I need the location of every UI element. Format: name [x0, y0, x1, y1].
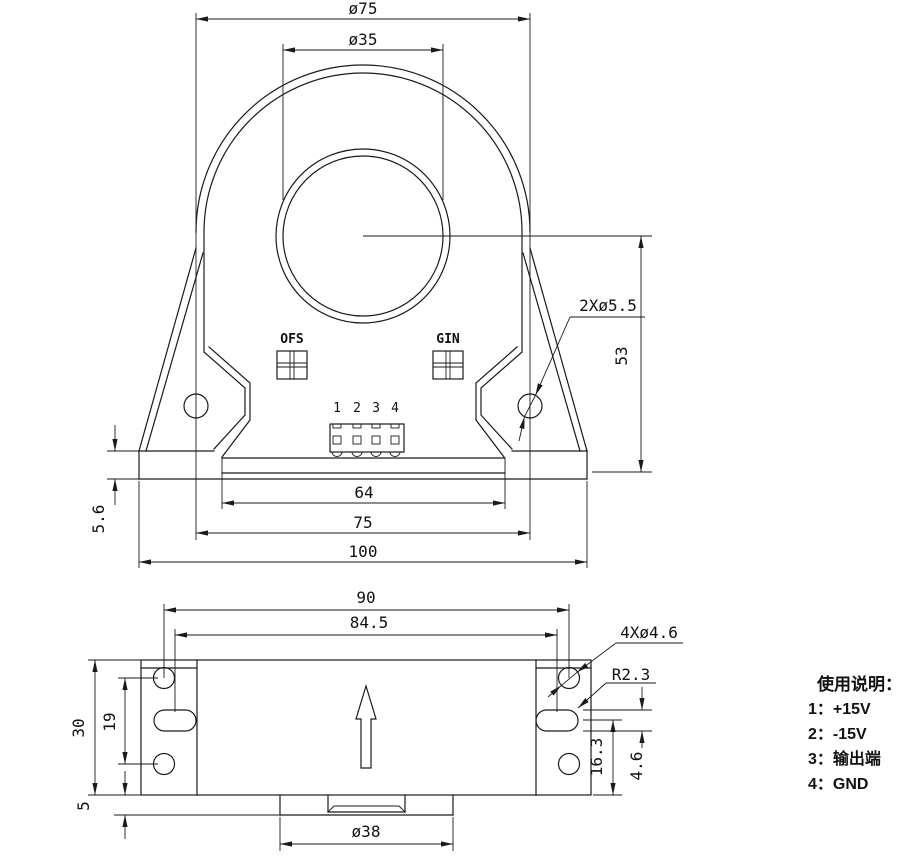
note-pin1: 1：+15V: [808, 701, 871, 718]
side-view-dimensions: [88, 604, 683, 851]
dim-hole-spacing-v: 19: [100, 712, 119, 731]
front-view-dimensions: [107, 13, 652, 568]
gin-potentiometer: [432, 350, 464, 380]
dim-height-to-center: 53: [612, 346, 631, 365]
dim-mount-holes: 2Xø5.5: [579, 296, 637, 315]
dim-hole-spacing-h: 90: [356, 588, 375, 607]
dim-slot-width: 4.6: [627, 752, 646, 781]
dim-base-thickness: 5.6: [89, 505, 108, 534]
pin-number-4: 4: [391, 401, 399, 416]
pin-number-1: 1: [333, 401, 341, 416]
dim-hole-spacing: 75: [353, 513, 372, 532]
dim-boss-diameter: ø38: [352, 822, 381, 841]
label-ofs-pot: OFS: [280, 332, 304, 347]
dim-slot-radius: R2.3: [612, 665, 651, 684]
dim-flange-holes: 4Xø4.6: [620, 623, 678, 642]
flange-hole-bottom-right: [557, 752, 581, 776]
ofs-potentiometer: [276, 350, 308, 380]
pin-number-3: 3: [372, 401, 380, 416]
dim-slot-spacing: 84.5: [350, 613, 389, 632]
flange-slot-left: [153, 709, 197, 732]
pin-number-2: 2: [353, 401, 361, 416]
dim-base-width: 100: [349, 542, 378, 561]
dim-boss-depth: 5: [74, 801, 93, 811]
terminal-connector: [329, 423, 405, 457]
dim-slot-to-bottom: 16.3: [587, 738, 606, 777]
dim-inner-base-width: 64: [354, 483, 373, 502]
flange-slot-right: [535, 709, 579, 732]
front-view-outline: [138, 64, 588, 480]
usage-notes-title: 使用说明：: [816, 674, 902, 694]
label-gin-pot: GIN: [436, 332, 460, 347]
note-pin4: 4：GND: [808, 776, 868, 793]
direction-arrow: [355, 683, 377, 769]
dim-aperture-diameter: ø35: [349, 30, 378, 49]
dim-body-height: 30: [69, 718, 88, 737]
dim-outer-diameter: ø75: [349, 0, 378, 18]
usage-notes: 使用说明： 1：+15V 2：-15V 3：输出端 4：GND: [808, 674, 902, 793]
side-view-outline: [140, 659, 592, 816]
note-pin2: 2：-15V: [808, 726, 867, 743]
note-pin3: 3：输出端: [808, 749, 881, 768]
